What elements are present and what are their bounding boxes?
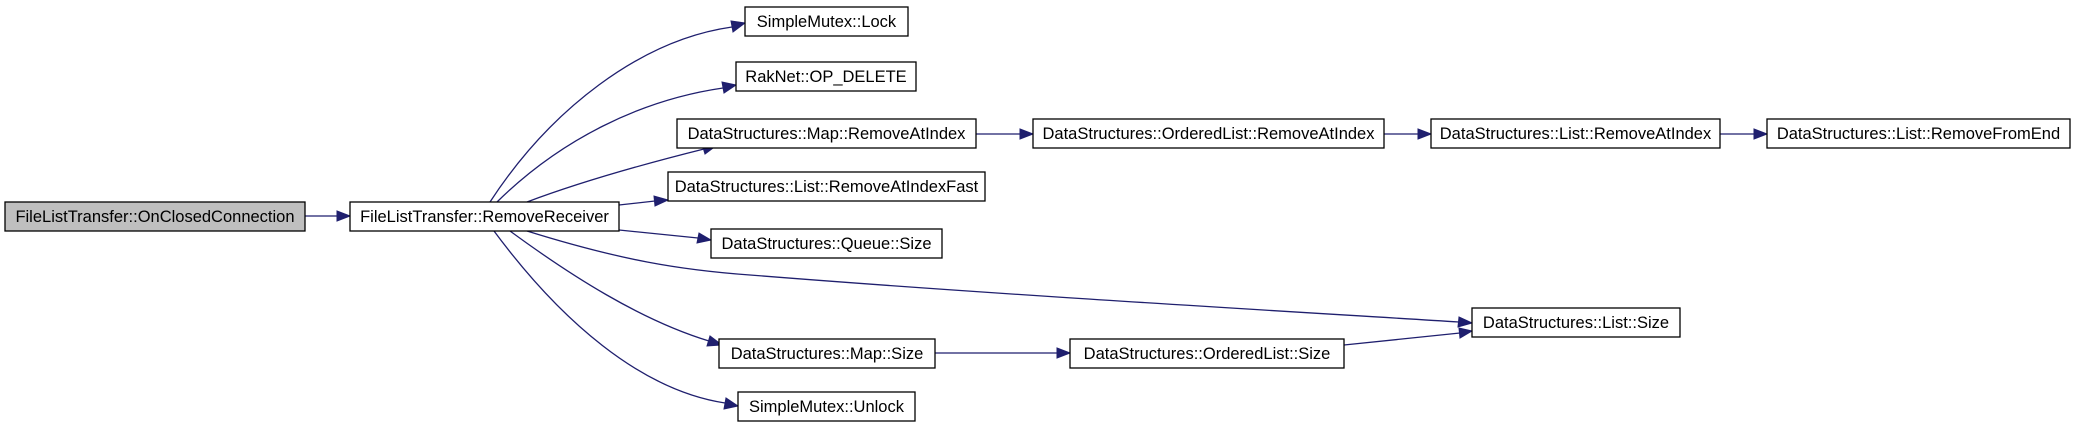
arrowhead	[653, 195, 670, 207]
node-simplemutex-unlock[interactable]: SimpleMutex::Unlock	[737, 391, 916, 422]
node-label: FileListTransfer::OnClosedConnection	[15, 208, 294, 226]
node-label: DataStructures::List::RemoveFromEnd	[1777, 125, 2060, 143]
edge-removereceiver-list-size	[526, 230, 1460, 323]
node-label: DataStructures::OrderedList::Size	[1084, 345, 1331, 363]
node-map-size[interactable]: DataStructures::Map::Size	[718, 338, 936, 369]
node-label: DataStructures::List::Size	[1483, 314, 1669, 332]
arrowhead	[1417, 128, 1433, 140]
arrowhead	[721, 81, 738, 94]
arrowhead	[336, 210, 352, 222]
node-filelisttransfer-removereceiver[interactable]: FileListTransfer::RemoveReceiver	[349, 201, 620, 232]
arrowhead	[723, 397, 740, 410]
node-raknet-op-delete[interactable]: RakNet::OP_DELETE	[735, 61, 917, 92]
node-list-size[interactable]: DataStructures::List::Size	[1471, 307, 1681, 338]
node-label: FileListTransfer::RemoveReceiver	[360, 208, 609, 226]
node-queue-size[interactable]: DataStructures::Queue::Size	[710, 228, 943, 259]
node-list-removeatindex[interactable]: DataStructures::List::RemoveAtIndex	[1430, 118, 1721, 149]
node-filelisttransfer-onclosedconnection[interactable]: FileListTransfer::OnClosedConnection	[4, 201, 306, 232]
node-simplemutex-lock[interactable]: SimpleMutex::Lock	[744, 6, 909, 37]
edge-removereceiver-map-removeatindex	[526, 148, 705, 203]
node-list-removefromend[interactable]: DataStructures::List::RemoveFromEnd	[1766, 118, 2071, 149]
edge-orderedlist-size-list-size	[1343, 332, 1461, 346]
node-list-removeatindexfast[interactable]: DataStructures::List::RemoveAtIndexFast	[667, 171, 986, 202]
edge-removereceiver-opdelete	[496, 87, 724, 203]
nodes: FileListTransfer::OnClosedConnection Fil…	[4, 6, 2071, 422]
node-label: DataStructures::List::RemoveAtIndex	[1440, 125, 1712, 143]
edge-removereceiver-queue-size	[618, 229, 699, 239]
arrowhead	[1458, 327, 1474, 339]
node-orderedlist-size[interactable]: DataStructures::OrderedList::Size	[1069, 338, 1345, 369]
edge-removereceiver-unlock	[493, 230, 726, 404]
node-orderedlist-removeatindex[interactable]: DataStructures::OrderedList::RemoveAtInd…	[1032, 118, 1385, 149]
node-label: SimpleMutex::Unlock	[749, 398, 905, 416]
arrowhead	[696, 232, 713, 244]
arrowhead	[706, 335, 724, 347]
node-label: DataStructures::OrderedList::RemoveAtInd…	[1043, 125, 1376, 143]
node-label: DataStructures::Queue::Size	[721, 235, 931, 253]
node-label: DataStructures::List::RemoveAtIndexFast	[675, 178, 979, 196]
edge-removereceiver-list-removeatindexfast	[618, 200, 656, 206]
node-label: DataStructures::Map::RemoveAtIndex	[688, 125, 967, 143]
edge-removereceiver-lock	[489, 26, 733, 203]
node-label: RakNet::OP_DELETE	[745, 68, 906, 86]
node-label: DataStructures::Map::Size	[731, 345, 924, 363]
arrowhead	[730, 20, 747, 33]
arrowhead	[1019, 128, 1035, 140]
node-map-removeatindex[interactable]: DataStructures::Map::RemoveAtIndex	[676, 118, 977, 149]
arrowhead	[1457, 316, 1474, 328]
arrowhead	[1056, 347, 1072, 359]
node-label: SimpleMutex::Lock	[757, 13, 897, 31]
arrowhead	[1753, 128, 1769, 140]
edge-removereceiver-map-size	[509, 230, 710, 342]
